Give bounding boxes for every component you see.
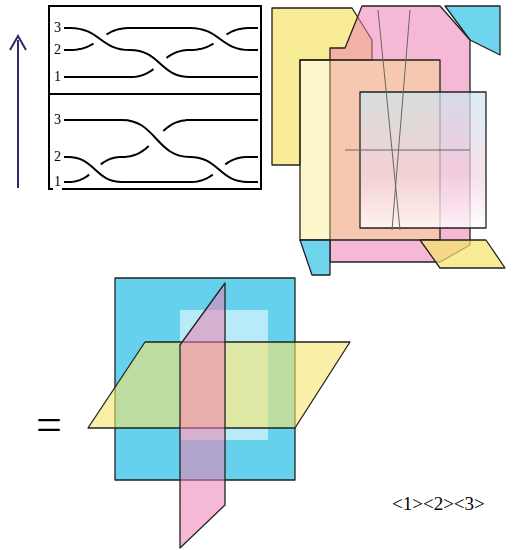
flat-strand bbox=[64, 119, 122, 121]
over-strand bbox=[190, 157, 248, 182]
yellow-sheet bbox=[420, 240, 505, 268]
braid-box: 3 2 1 bbox=[48, 93, 262, 190]
equals-sign: = bbox=[36, 402, 62, 448]
pink-plane bbox=[180, 283, 225, 548]
flat-strand bbox=[122, 181, 190, 183]
braid-box: 3 2 1 bbox=[48, 5, 262, 95]
front-sheet bbox=[360, 92, 486, 228]
intersection-line bbox=[345, 10, 470, 230]
surface-stack bbox=[272, 6, 505, 275]
flat-strand bbox=[190, 76, 258, 78]
over-strand bbox=[68, 157, 122, 182]
plane-cross bbox=[88, 278, 350, 548]
flat-strand bbox=[64, 181, 68, 183]
arrow-head bbox=[10, 36, 26, 50]
flat-strand bbox=[64, 156, 68, 158]
strand-number: 2 bbox=[53, 148, 62, 166]
strand-number: 1 bbox=[53, 173, 62, 191]
over-strand bbox=[190, 28, 250, 50]
strand-number: 2 bbox=[53, 41, 62, 59]
flat-strand bbox=[64, 76, 130, 78]
under-strand bbox=[130, 50, 190, 77]
flat-strand bbox=[130, 27, 190, 29]
strand-number: 3 bbox=[53, 111, 62, 129]
strand-number: 1 bbox=[53, 68, 62, 86]
under-strand bbox=[70, 28, 130, 50]
flat-strand bbox=[250, 49, 258, 51]
time-arrow bbox=[17, 40, 19, 188]
over-strand bbox=[130, 50, 190, 77]
under-strand bbox=[122, 120, 190, 157]
flat-strand bbox=[64, 27, 70, 29]
flat-strand bbox=[248, 156, 258, 158]
flat-strand bbox=[250, 27, 258, 29]
flat-strand bbox=[64, 49, 70, 51]
flat-strand bbox=[190, 119, 258, 121]
flat-strand bbox=[248, 181, 258, 183]
under-strand bbox=[190, 157, 248, 182]
under-strand bbox=[68, 157, 122, 182]
under-strand bbox=[190, 28, 250, 50]
strand-number: 3 bbox=[53, 19, 62, 37]
cyan-sheet bbox=[300, 240, 330, 275]
over-strand bbox=[70, 28, 130, 50]
over-strand bbox=[122, 120, 190, 157]
sequence-label: <1><2><3> bbox=[392, 494, 485, 513]
